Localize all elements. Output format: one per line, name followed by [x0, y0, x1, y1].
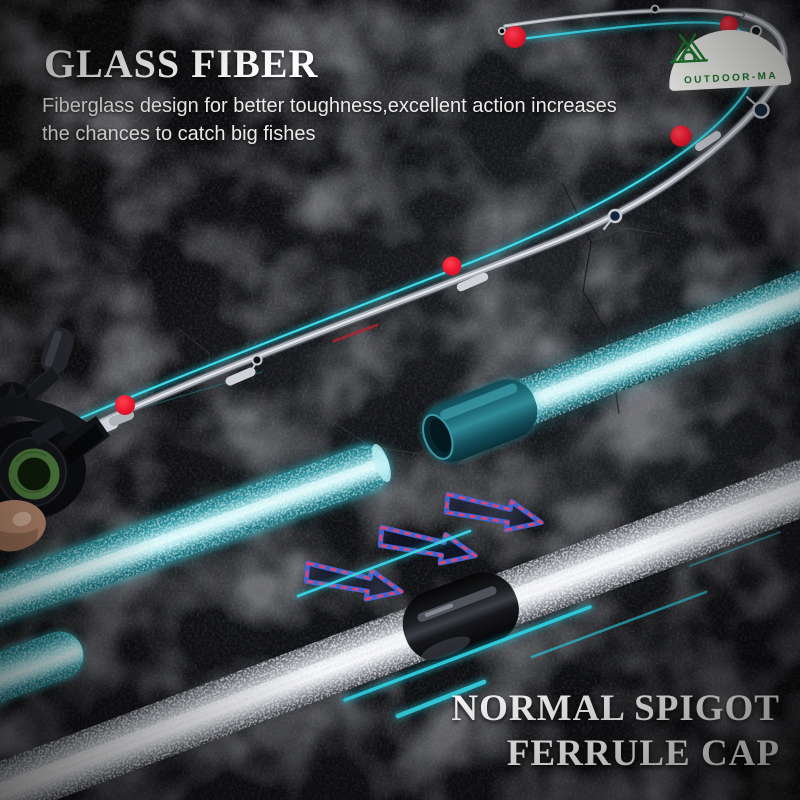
subtitle-line-2: the chances to catch big fishes: [42, 123, 316, 145]
subtitle: Fiberglass design for better toughness,e…: [42, 92, 617, 148]
red-dot-icon: [504, 26, 526, 48]
brand-logo: OUTDOOR-MA: [666, 26, 792, 92]
caption-line-2: FERRULE CAP: [506, 733, 780, 774]
logo-dome: OUTDOOR-MA: [666, 26, 792, 92]
page-title: GLASS FIBER: [44, 41, 319, 86]
caption-line-1: NORMAL SPIGOT: [451, 688, 780, 729]
red-dot-icon: [670, 125, 692, 147]
red-dot-icon: [115, 395, 135, 415]
tent-icon: [669, 33, 709, 64]
brand-name: OUTDOOR-MA: [683, 70, 779, 87]
subtitle-line-1: Fiberglass design for better toughness,e…: [42, 95, 617, 117]
red-dot-icon: [442, 256, 462, 276]
ferrule-caption: NORMAL SPIGOT FERRULE CAP: [451, 686, 780, 776]
